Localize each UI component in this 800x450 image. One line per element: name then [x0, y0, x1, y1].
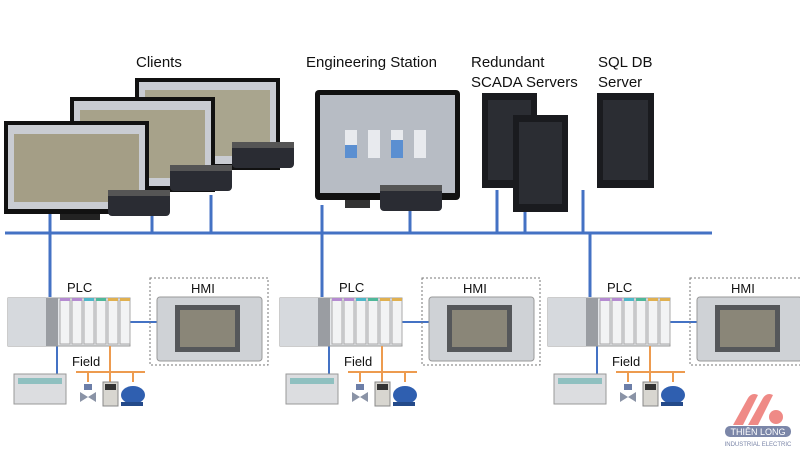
control-valve-icon [80, 384, 96, 402]
motor-icon [393, 386, 417, 406]
plc-group: PLC HMI Field [547, 233, 800, 407]
drive-icon [102, 381, 119, 407]
engineering-station-label: Engineering Station [306, 54, 437, 71]
plc-label: PLC [339, 280, 364, 295]
hmi-panel [428, 296, 535, 362]
remote-io-block [285, 373, 339, 405]
thien-long-logo: THIÊN LONG INDUSTRIAL ELECTRIC [725, 394, 792, 448]
client-monitor [4, 121, 149, 220]
ethernet-network [5, 190, 712, 235]
control-valve-icon [620, 384, 636, 402]
hmi-box [689, 277, 800, 366]
fieldbus [76, 346, 145, 382]
scada-label-line2: SCADA Servers [471, 74, 578, 91]
redundant-scada-servers: Redundant SCADA Servers [471, 54, 578, 212]
fieldbus [348, 346, 417, 382]
drive-icon [374, 381, 391, 407]
hmi-panel [156, 296, 263, 362]
fieldbus [616, 346, 685, 382]
plc-label: PLC [67, 280, 92, 295]
remote-io-block [553, 373, 607, 405]
hmi-panel [696, 296, 800, 362]
sql-db-server: SQL DB Server [597, 54, 654, 188]
field-label: Field [344, 354, 372, 369]
hmi-label: HMI [191, 281, 215, 296]
mini-pc [232, 142, 294, 168]
logo-tagline: INDUSTRIAL ELECTRIC [725, 442, 792, 448]
scada-label-line1: Redundant [471, 54, 545, 71]
control-valve-icon [352, 384, 368, 402]
plc-label: PLC [607, 280, 632, 295]
clients-label: Clients [136, 54, 182, 71]
plc-group: PLC HMI Field [279, 233, 541, 407]
field-label: Field [612, 354, 640, 369]
hmi-label: HMI [731, 281, 755, 296]
mini-pc [170, 165, 232, 191]
plc-rack [7, 297, 131, 347]
field-label: Field [72, 354, 100, 369]
hmi-label: HMI [463, 281, 487, 296]
client-workstations: Clients [4, 54, 294, 220]
mini-pc [108, 190, 170, 216]
plc-rack [547, 297, 671, 347]
motor-icon [661, 386, 685, 406]
drive-icon [642, 381, 659, 407]
plc-rack [279, 297, 403, 347]
remote-io-block [13, 373, 67, 405]
hmi-box [421, 277, 541, 366]
logo-name: THIÊN LONG [730, 427, 785, 437]
engineering-station: Engineering Station [306, 54, 460, 211]
sql-label-line2: Server [598, 74, 642, 91]
plc-group: PLC HMI Field [7, 233, 269, 407]
sql-label-line1: SQL DB [598, 54, 652, 71]
motor-icon [121, 386, 145, 406]
hmi-box [149, 277, 269, 366]
